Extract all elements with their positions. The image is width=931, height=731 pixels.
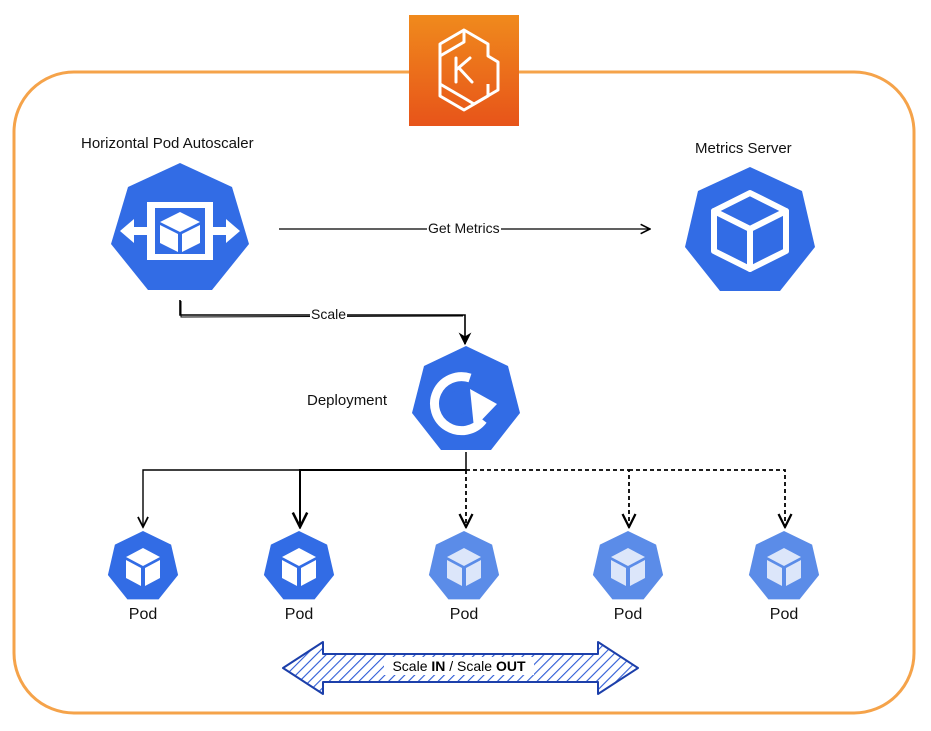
metrics-server-label: Metrics Server [695, 140, 792, 157]
pod-label: Pod [449, 606, 479, 623]
deployment-label: Deployment [307, 392, 388, 409]
metrics-server-icon [685, 167, 815, 291]
deployment-icon [412, 346, 520, 450]
pod-label: Pod [769, 606, 799, 623]
eks-kubernetes-icon [409, 15, 519, 126]
pod-icon [592, 531, 664, 600]
pod-edges [143, 452, 785, 527]
scale-label: Scale [310, 306, 348, 322]
pod-icon [748, 531, 820, 600]
pod-icon [107, 531, 179, 600]
pod-label: Pod [128, 606, 158, 623]
pod-icon [263, 531, 335, 600]
pod-label: Pod [284, 606, 314, 623]
get-metrics-label: Get Metrics [427, 220, 501, 236]
scale-banner: Scale IN / Scale OUT [384, 657, 534, 675]
pod-icon [428, 531, 500, 600]
hpa-label: Horizontal Pod Autoscaler [81, 135, 254, 152]
pod-label: Pod [613, 606, 643, 623]
hpa-icon [111, 163, 249, 290]
